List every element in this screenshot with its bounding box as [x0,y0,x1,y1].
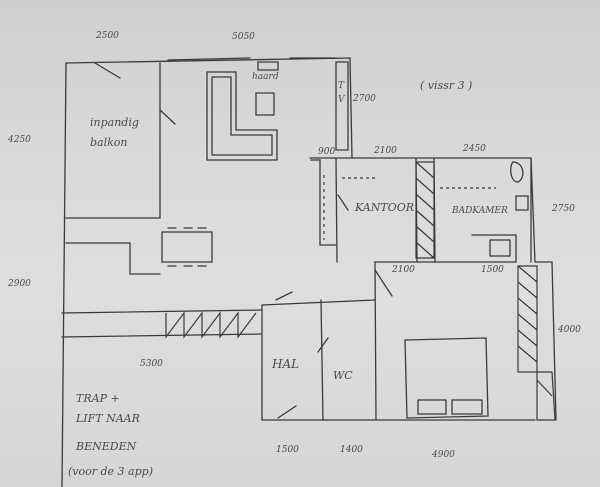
door-swing-kantoor [337,194,349,211]
corridor-top-wall [61,309,263,314]
room-badkamer: BADKAMER [452,206,508,216]
room-wc: WC [333,369,353,382]
dining-table [161,231,213,263]
hearth [257,61,279,71]
room-hal: HAL [272,357,300,371]
outer-wall-right-lower [530,157,557,421]
kitchen-island [206,71,278,161]
dim-5300: 5300 [140,359,163,369]
dim-2450: 2450 [463,144,486,154]
dim-1500-right: 1500 [481,265,504,275]
fridge-area [310,159,337,246]
bedroom-corner-hatch [536,371,556,421]
dim-right-top: 2700 [353,94,376,104]
room-balkon-line1: inpandig [90,116,139,129]
note-trap-line4: (voor de 3 app) [68,465,153,478]
note-vissr: ( vissr 3 ) [420,79,473,92]
stove [255,92,275,116]
note-trap-line1: TRAP + [76,392,120,405]
bath-shower [515,195,529,211]
bath-sink [489,239,511,257]
bath-toilet [510,161,524,183]
bed [404,337,489,419]
bedroom-cabinet [517,265,538,373]
dim-2100-top: 2100 [374,146,397,156]
dim-bottom-4900: 4900 [432,450,455,460]
label-tv-t: T [338,81,345,91]
door-swing-balkon [94,62,176,125]
outer-wall-right-upper [349,57,353,159]
kitchen-island-inner [211,76,273,156]
bath-inner [471,234,517,263]
dim-left-upper: 4250 [8,135,31,145]
dim-bottom-1500: 1500 [276,445,299,455]
corridor-hatch [165,311,257,339]
dim-900: 900 [318,147,336,157]
dim-left-lower: 2900 [8,279,31,289]
kantoor-left-wall [335,157,338,263]
dim-2100-bottom: 2100 [392,265,415,275]
hall-top-wall [261,299,376,306]
note-trap-line3: BENEDEN [76,440,137,453]
bed-pillows [417,399,483,415]
dim-bottom-1400: 1400 [340,445,363,455]
outer-wall-top [65,57,351,64]
room-kantoor: KANTOOR [355,201,414,214]
left-inner-step [65,242,161,275]
window-top-1 [167,57,251,61]
dining-chairs [167,227,207,267]
outer-wall-left [61,62,67,487]
door-swing-hall [275,291,329,419]
note-trap-line2: LIFT NAAR [76,412,140,425]
wc-divider [320,299,324,421]
tv-unit [335,61,349,151]
room-balkon-line2: balkon [90,136,128,149]
corridor-bottom-wall [61,333,263,338]
dim-2750: 2750 [552,204,575,214]
dim-top-left: 2500 [96,31,119,41]
label-haard: haard [252,72,279,82]
dim-top-mid: 5050 [232,32,255,42]
label-tv-v: V [338,95,345,105]
bedroom-left-wall [374,261,377,421]
door-swing-bed [374,269,393,297]
dim-4000: 4000 [558,325,581,335]
kantoor-cabinet [415,161,435,259]
